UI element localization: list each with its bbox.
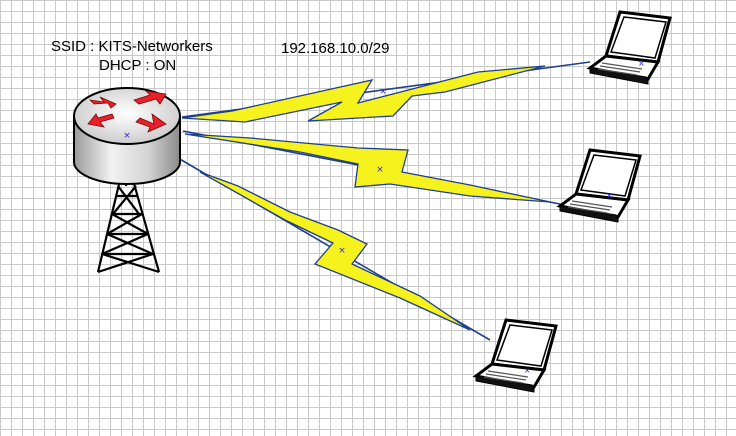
svg-text:×: × [524, 366, 531, 375]
lightning-bolt-icon: × [184, 133, 551, 203]
svg-text:×: × [376, 165, 384, 175]
lightning-bolt-icon: × [181, 65, 546, 123]
svg-text:×: × [338, 246, 346, 256]
antenna-tower-icon [96, 179, 161, 274]
ssid-label: SSID : KITS-Networkers [51, 38, 213, 55]
subnet-label: 192.168.10.0/29 [281, 40, 390, 57]
laptop-icon: × [474, 318, 558, 394]
laptop-icon: × [588, 10, 672, 86]
laptop-icon: × [558, 148, 642, 224]
router-icon: × [73, 87, 181, 185]
svg-text:×: × [606, 191, 613, 200]
dhcp-status-label: DHCP : ON [99, 57, 177, 74]
svg-text:×: × [123, 131, 131, 141]
svg-text:×: × [638, 59, 645, 68]
svg-text:×: × [379, 87, 387, 97]
lightning-bolt-icon: × [199, 171, 471, 331]
